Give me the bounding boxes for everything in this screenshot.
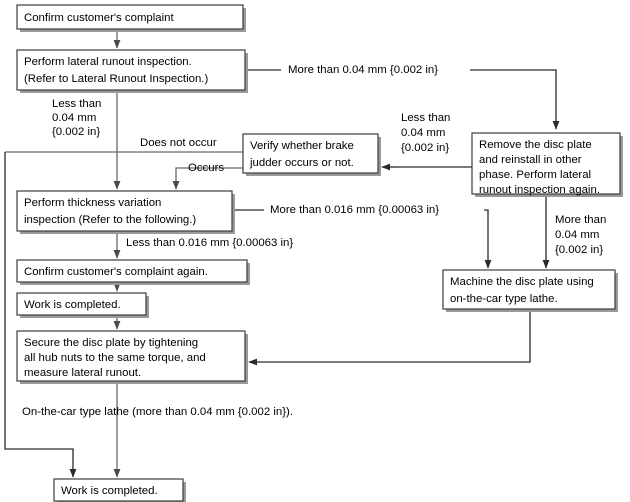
- remove-disc-plate-line-1: Remove the disc plate: [479, 139, 592, 151]
- machine-disc-plate-box[interactable]: Machine the disc plate using on-the-car …: [442, 269, 618, 312]
- edge-label-less-than-004-mm-middle-line-2: 0.04 mm: [401, 127, 445, 139]
- connector-occurs-to-thickness-variation: [172, 167, 243, 190]
- connector-more-than-004-to-remove-disc: [470, 69, 560, 130]
- connector-more-than-0016-to-machine-disc: [484, 209, 492, 269]
- verify-brake-judder-line-1: Verify whether brake: [250, 140, 354, 152]
- edge-label-less-than-004-mm-middle-line-3: {0.002 in}: [401, 142, 449, 154]
- edge-label-less-than-004-mm-middle-line-1: Less than: [401, 112, 450, 124]
- edge-label-less-than-004-mm-left-line-2: 0.04 mm: [52, 112, 96, 124]
- secure-disc-plate-line-1: Secure the disc plate by tightening: [24, 337, 198, 349]
- machine-disc-plate-line-1: Machine the disc plate using: [450, 276, 594, 288]
- edge-label-does-not-occur: Does not occur: [140, 137, 217, 149]
- edge-label-less-than-004-mm-left-line-1: Less than: [52, 98, 101, 110]
- confirm-customer-complaint-box[interactable]: Confirm customer's complaint: [16, 4, 246, 32]
- verify-brake-judder-line-2: judder occurs or not.: [249, 157, 354, 169]
- remove-disc-plate-box[interactable]: Remove the disc plate and reinstall in o…: [471, 132, 623, 197]
- secure-disc-plate-line-3: measure lateral runout.: [24, 367, 141, 379]
- edge-label-less-than-0016-mm: Less than 0.016 mm {0.00063 in}: [126, 237, 293, 249]
- remove-disc-plate-line-2: and reinstall in other: [479, 154, 582, 166]
- perform-lateral-runout-inspection-line-1: Perform lateral runout inspection.: [24, 56, 192, 68]
- edge-label-occurs: Occurs: [188, 162, 224, 174]
- confirm-customer-complaint-again-box[interactable]: Confirm customer's complaint again.: [16, 259, 250, 285]
- remove-disc-plate-line-4: runout inspection again.: [479, 184, 600, 196]
- secure-disc-plate-box[interactable]: Secure the disc plate by tightening all …: [16, 330, 248, 384]
- secure-disc-plate-line-2: all hub nuts to the same torque, and: [24, 352, 206, 364]
- edge-label-on-the-car-type-lathe-note: On-the-car type lathe (more than 0.04 mm…: [22, 406, 293, 418]
- perform-thickness-variation-line-1: Perform thickness variation: [24, 197, 161, 209]
- work-is-completed-upper-box[interactable]: Work is completed.: [16, 292, 149, 318]
- perform-lateral-runout-inspection-line-2: (Refer to Lateral Runout Inspection.): [24, 73, 208, 85]
- verify-brake-judder-box[interactable]: Verify whether brake judder occurs or no…: [242, 133, 381, 176]
- machine-disc-plate-line-2: on-the-car type lathe.: [450, 293, 558, 305]
- edge-label-more-than-004-mm-right-line-3: {0.002 in}: [555, 244, 603, 256]
- perform-thickness-variation-line-2: inspection (Refer to the following.): [24, 214, 196, 226]
- edge-label-more-than-004-mm-right-line-2: 0.04 mm: [555, 229, 599, 241]
- work-is-completed-lower-box[interactable]: Work is completed.: [53, 478, 186, 502]
- perform-thickness-variation-inspection-box[interactable]: Perform thickness variation inspection (…: [16, 190, 235, 234]
- confirm-customer-complaint-line-1: Confirm customer's complaint: [24, 12, 174, 24]
- perform-lateral-runout-inspection-box[interactable]: Perform lateral runout inspection. (Refe…: [16, 49, 248, 93]
- edge-label-more-than-0016-mm: More than 0.016 mm {0.00063 in}: [270, 204, 439, 216]
- connector-machine-disc-to-secure-disc: [248, 310, 531, 366]
- edge-label-more-than-004-mm-right-line-1: More than: [555, 214, 606, 226]
- remove-disc-plate-line-3: phase. Perform lateral: [479, 169, 591, 181]
- confirm-customer-complaint-again-line-1: Confirm customer's complaint again.: [24, 266, 208, 278]
- work-is-completed-upper-line-1: Work is completed.: [24, 299, 121, 311]
- edge-label-less-than-004-mm-left-line-3: {0.002 in}: [52, 126, 100, 138]
- connector-left-rail-to-work-completed-lower: [4, 152, 77, 478]
- edge-label-more-than-004-mm: More than 0.04 mm {0.002 in}: [288, 64, 438, 76]
- work-is-completed-lower-line-1: Work is completed.: [61, 485, 158, 497]
